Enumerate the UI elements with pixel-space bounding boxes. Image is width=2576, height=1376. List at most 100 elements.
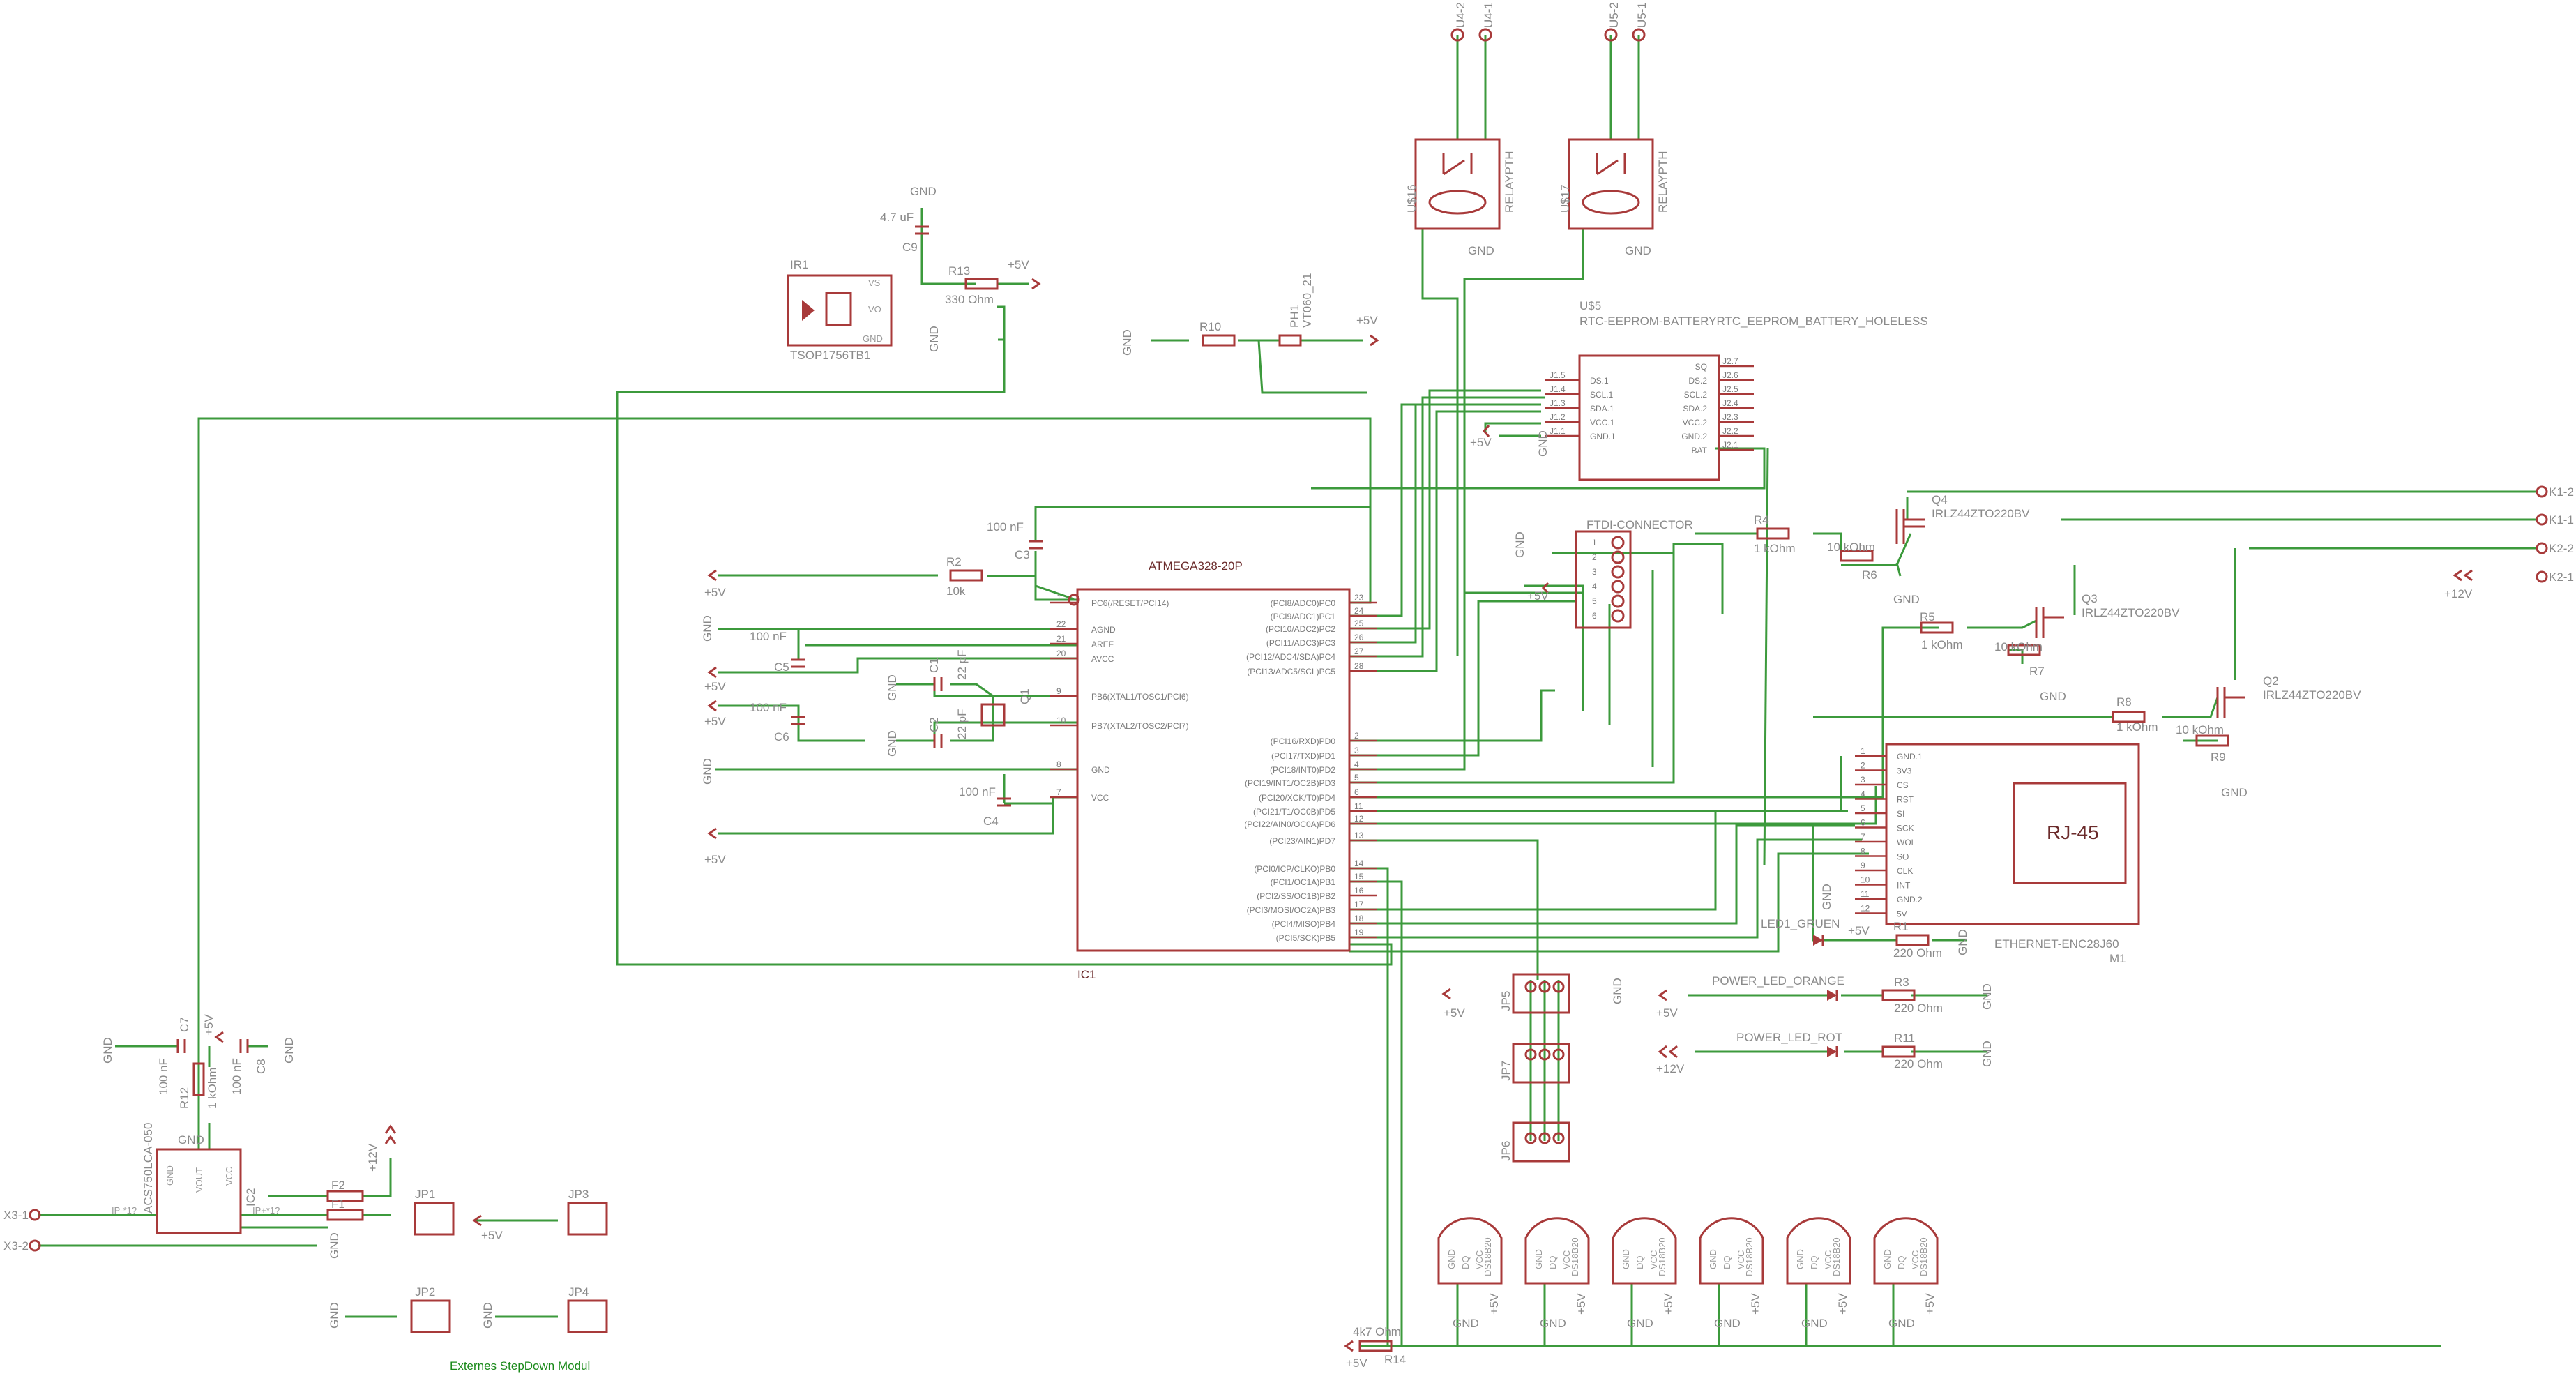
ic1-pin-name: (PCI11/ADC3)PC3 [1266, 638, 1335, 648]
relay1-ref: U$16 [1405, 184, 1418, 213]
u5-pin-number: J1.5 [1550, 370, 1566, 380]
f1-body [326, 1209, 364, 1221]
r12-body [192, 1062, 205, 1096]
ic1-pin-name: GND [1091, 765, 1110, 775]
r4-body [1756, 527, 1790, 540]
ds18b20-gnd: GND [1540, 1317, 1566, 1330]
ds18b20-pin-name: GND [1446, 1249, 1457, 1269]
r14-body [1358, 1340, 1393, 1352]
u5-body [1578, 354, 1720, 481]
ic1-pin-number: 18 [1354, 914, 1364, 923]
ic1-pin-name: VCC [1091, 793, 1109, 803]
x3-gnd: GND [328, 1232, 341, 1259]
net-wires [38, 35, 2538, 1347]
relay2-gnd: GND [1625, 244, 1651, 257]
relay1-t2: U4-1 [1482, 2, 1495, 28]
u5-left-pins: DS.1J1.5SCL.1J1.4SDA.1J1.3VCC.1J1.2GND.1… [1545, 370, 1616, 441]
c4-ref: C4 [983, 815, 999, 828]
relay1-value: RELAYPTH [1503, 151, 1516, 213]
led1-label: LED1_GRUEN [1761, 917, 1840, 930]
ds18b20-pin-name: VCC [1649, 1250, 1659, 1269]
ic1-pin-name: (PCI8/ADC0)PC0 [1271, 598, 1336, 608]
m1-pin-name: CLK [1897, 866, 1913, 876]
c2-value: 22 pF [955, 709, 969, 739]
reset-p5v: +5V [704, 586, 726, 599]
ds18b20-type: DS18B20 [1918, 1237, 1929, 1276]
ic1-pin-name: (PCI1/OC1A)PB1 [1271, 877, 1336, 887]
u5-pin-name: SCL.1 [1590, 390, 1614, 400]
ds18b20-type: DS18B20 [1483, 1237, 1493, 1276]
ds18b20-set [1437, 1217, 1939, 1285]
led-set [1813, 935, 1838, 1057]
m1-pin-number: 3 [1861, 775, 1865, 785]
c1-ref: C1 [927, 658, 941, 673]
led-rot-p12v: +12V [1656, 1062, 1685, 1075]
ds18b20-gnd: GND [1888, 1317, 1915, 1330]
ir1-pin-vs: VS [868, 278, 881, 288]
r8-body [2112, 711, 2146, 723]
m1-pin-number: 2 [1861, 761, 1865, 771]
x3-2: X3-2 [3, 1239, 29, 1253]
r6-value: 10 kOhm [1827, 540, 1875, 554]
ds18b20-type: DS18B20 [1744, 1237, 1755, 1276]
ds18b20-pin-name: GND [1795, 1249, 1805, 1269]
q1-ref: Q1 [1018, 688, 1031, 704]
led1-gnd: GND [1820, 884, 1833, 910]
q3-value: IRLZ44ZTO220BV [2082, 606, 2180, 619]
mosfet-q4 [1895, 509, 1925, 544]
m1-pin-name: 3V3 [1897, 766, 1912, 776]
u5-pin-name: DS.2 [1688, 376, 1707, 386]
r9-body [2195, 734, 2229, 747]
c8-ref: C8 [255, 1059, 268, 1074]
ic1-pin-number: 1 [1056, 593, 1061, 603]
r13-ref: R13 [948, 264, 970, 278]
mosfet-q2 [2216, 687, 2245, 718]
u5-pin-number: J1.3 [1550, 398, 1566, 408]
ic1-pin-number: 23 [1354, 593, 1364, 603]
r11-body [1881, 1045, 1916, 1058]
c7-gnd: GND [101, 1037, 114, 1064]
m1-pin-name: WOL [1897, 838, 1916, 847]
ds18b20-type: DS18B20 [1570, 1237, 1580, 1276]
ir1-value: TSOP1756TB1 [790, 349, 870, 362]
r6-ref: R6 [1862, 568, 1877, 582]
u5-right-pins: SQJ2.7DS.2J2.6SCL.2J2.5SDA.2J2.4VCC.2J2.… [1681, 356, 1754, 455]
jp5-ref: JP5 [1499, 991, 1513, 1011]
r8-ref: R8 [2116, 695, 2132, 709]
c9-ref: C9 [902, 241, 918, 254]
u5-pin-name: SDA.2 [1683, 404, 1707, 414]
u5-pin-name: BAT [1692, 446, 1708, 455]
m1-pin-number: 5 [1861, 803, 1865, 813]
jp6-ref: JP6 [1499, 1141, 1513, 1161]
r10-body [1202, 334, 1236, 347]
u5-pin-name: SQ [1695, 362, 1707, 372]
relay-u16 [1414, 28, 1501, 230]
c7-ref: C7 [178, 1017, 191, 1032]
r7-value: 10 kOhm [1994, 640, 2043, 653]
ic1-pin-name: (PCI3/MOSI/OC2A)PB3 [1247, 905, 1336, 915]
ds18b20-pin-name: GND [1533, 1249, 1544, 1269]
ic1-pin-number: 12 [1354, 814, 1364, 824]
ds18b20-p5v: +5V [1662, 1293, 1675, 1315]
k-plus12: +12V [2444, 587, 2473, 600]
r13-value: 330 Ohm [945, 293, 994, 306]
m1-pin-name: INT [1897, 881, 1911, 891]
ic1-pin-number: 16 [1354, 886, 1364, 895]
m1-value: ETHERNET-ENC28J60 [1994, 937, 2119, 951]
m1-pin-name: SCK [1897, 824, 1914, 833]
ftdi-label: FTDI-CONNECTOR [1586, 518, 1693, 531]
ds18b20-pin-name: VCC [1910, 1250, 1920, 1269]
r6-body [1840, 550, 1874, 562]
ir1-gnd: GND [927, 326, 941, 352]
ph1-body [1278, 334, 1302, 347]
ic2-gnd: GND [178, 1133, 204, 1147]
c9-gnd: GND [910, 185, 937, 198]
relay2-value: RELAYPTH [1656, 151, 1669, 213]
f2-p12v: +12V [366, 1143, 379, 1172]
r4-value: 1 kOhm [1754, 542, 1796, 555]
u5-ref: U$5 [1579, 299, 1601, 312]
u5-pin-number: J2.7 [1722, 356, 1738, 366]
ic1-pin-name: PC6(/RESET/PCI14) [1091, 598, 1169, 608]
